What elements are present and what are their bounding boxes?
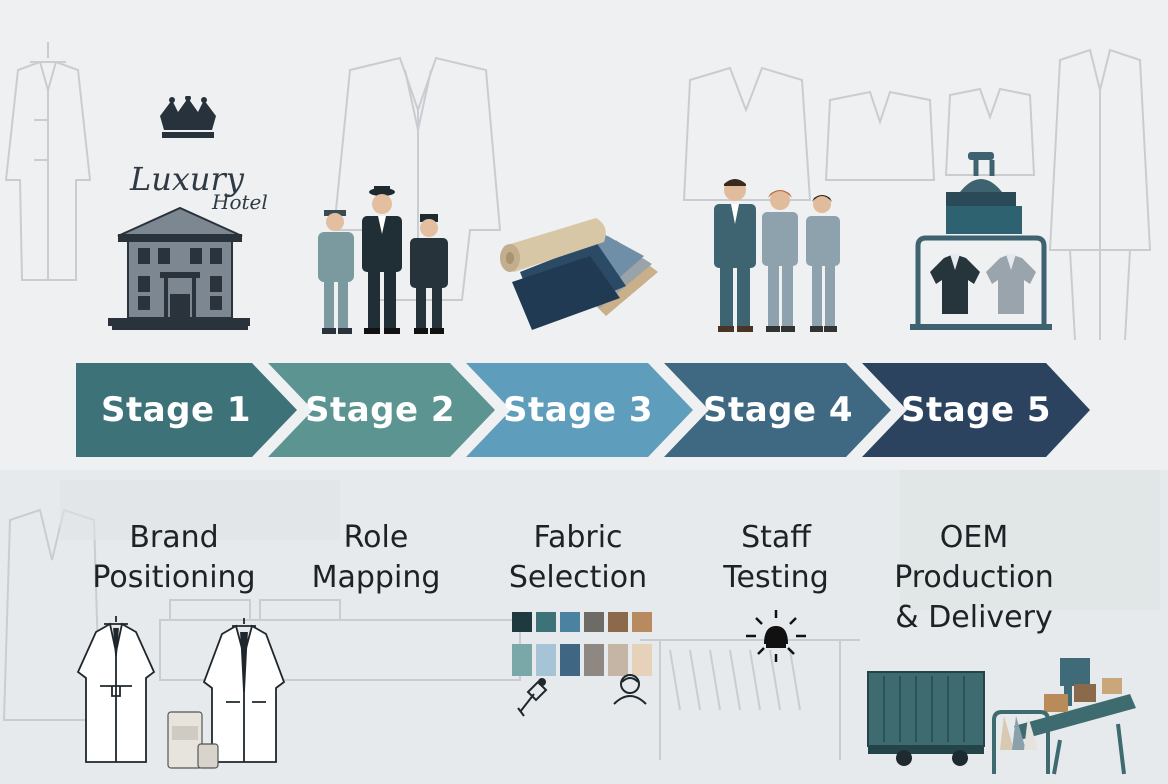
color-swatch: [608, 612, 628, 632]
brand-logo-line1: Luxury: [130, 160, 244, 198]
stage-2-caption: Role Mapping: [311, 520, 441, 595]
stage-3-label: Stage 3: [502, 390, 654, 430]
staff-uniform-icon: [714, 179, 840, 332]
stage-5-arrow[interactable]: [862, 363, 1090, 457]
container-truck-icon: [867, 658, 1136, 775]
light-bulb-icon: [746, 610, 806, 662]
uniform-sketch-icon: [76, 616, 286, 769]
hotel-building-icon: [108, 96, 250, 330]
stage-5-caption: OEM Production & Delivery: [894, 520, 1054, 635]
color-swatch: [560, 612, 580, 632]
color-swatch: [536, 612, 556, 632]
stage-1-caption: Brand Positioning: [92, 520, 256, 595]
stage-arrow-row: [76, 363, 1090, 457]
garment-rack-icon: [910, 152, 1052, 330]
color-swatch: [608, 644, 628, 676]
fabric-rolls-icon: [500, 218, 658, 330]
stage-4-caption: Staff Testing: [723, 520, 829, 595]
color-swatch: [584, 644, 604, 676]
color-swatch: [512, 644, 532, 676]
fabric-tool-icon: [517, 678, 548, 717]
stage-2-arrow[interactable]: [268, 363, 495, 457]
color-swatch: [632, 644, 652, 676]
brand-logo-line2: Hotel: [212, 190, 268, 214]
color-swatch: [512, 612, 532, 632]
color-swatch: [584, 612, 604, 632]
stage-1-label: Stage 1: [100, 390, 252, 430]
stage-3-caption: Fabric Selection: [508, 520, 648, 595]
stage-1-arrow[interactable]: [76, 363, 297, 457]
stage-3-arrow[interactable]: [466, 363, 693, 457]
color-palette-icon: [512, 612, 654, 682]
stage-2-label: Stage 2: [304, 390, 456, 430]
color-swatch: [536, 644, 556, 676]
stage-4-arrow[interactable]: [664, 363, 891, 457]
staff-group-icon: [318, 186, 448, 334]
color-swatch: [560, 644, 580, 676]
stage-4-label: Stage 4: [702, 390, 854, 430]
color-swatch: [632, 612, 652, 632]
person-badge-icon: [613, 674, 647, 705]
stage-5-label: Stage 5: [900, 390, 1052, 430]
